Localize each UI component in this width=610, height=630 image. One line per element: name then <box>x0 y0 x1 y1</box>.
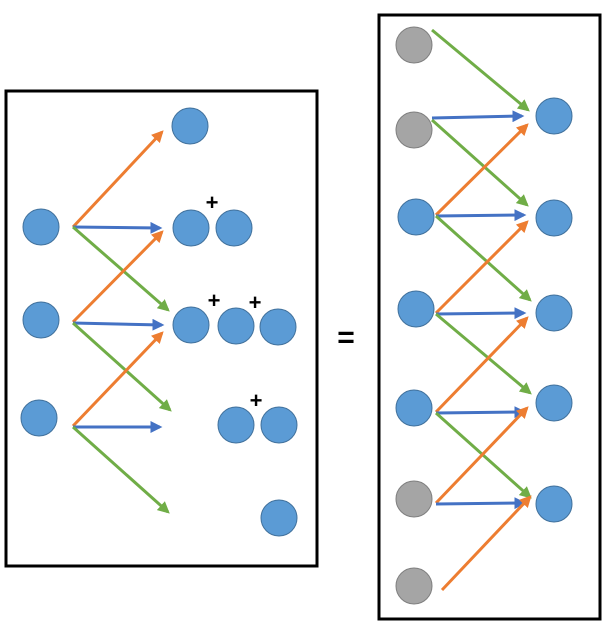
orange-arrow <box>71 230 164 324</box>
padding-node-circle <box>395 567 433 605</box>
plus-sign: + <box>250 388 263 413</box>
green-arrow <box>71 321 172 412</box>
node-circle <box>397 290 435 328</box>
orange-arrow <box>434 123 529 217</box>
node-circle <box>535 199 573 237</box>
node-circle <box>217 307 255 345</box>
plus-sign: + <box>208 288 221 313</box>
green-arrow <box>72 225 170 312</box>
blue-arrow <box>431 110 525 123</box>
nodes-layer <box>20 26 573 605</box>
left-panel-frame <box>4 89 319 568</box>
node-circle <box>22 208 60 246</box>
blue-arrow <box>72 221 163 234</box>
padding-node-circle <box>395 26 433 64</box>
node-circle <box>535 485 573 523</box>
padding-node-circle <box>395 480 433 518</box>
node-circle <box>172 209 210 247</box>
node-circle <box>259 308 297 346</box>
node-circle <box>22 301 60 339</box>
blue-arrow <box>435 406 527 419</box>
plus-sign: + <box>249 290 262 315</box>
right-panel-frame <box>377 13 602 621</box>
blue-arrow <box>72 318 165 331</box>
orange-arrow <box>434 316 529 414</box>
node-circle <box>260 406 298 444</box>
green-arrow <box>430 118 529 207</box>
orange-arrow <box>434 406 529 505</box>
blue-arrow <box>435 209 527 222</box>
node-circle <box>395 389 433 427</box>
green-arrow <box>435 214 532 302</box>
symbols-layer: + + + + = <box>206 190 355 413</box>
blue-arrow <box>435 307 527 320</box>
green-arrow <box>435 312 532 395</box>
blue-arrow <box>435 497 527 510</box>
orange-arrow <box>71 331 164 428</box>
green-arrow <box>431 28 530 112</box>
orange-arrow <box>440 495 532 592</box>
equals-sign: = <box>337 321 355 354</box>
padding-node-circle <box>395 111 433 149</box>
orange-arrow <box>71 130 164 229</box>
plus-sign: + <box>206 190 219 215</box>
node-circle <box>215 209 253 247</box>
node-circle <box>20 399 58 437</box>
node-circle <box>260 499 298 537</box>
node-circle <box>172 306 210 344</box>
orange-arrow <box>434 220 529 315</box>
node-circle <box>217 406 255 444</box>
node-circle <box>397 198 435 236</box>
node-circle <box>171 107 209 145</box>
node-circle <box>535 384 573 422</box>
green-arrow <box>71 425 170 514</box>
arrows-layer <box>71 28 532 592</box>
node-circle <box>535 294 573 332</box>
node-circle <box>535 97 573 135</box>
